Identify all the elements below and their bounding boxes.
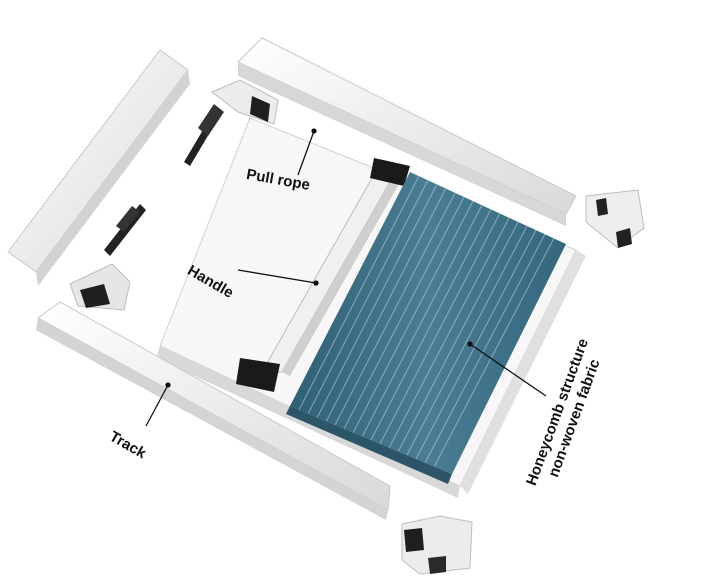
handle-bar [236, 158, 410, 392]
handle-leader [237, 269, 317, 284]
bottom-track [36, 301, 391, 520]
right-connector [585, 189, 645, 249]
pull-rope-leader [297, 130, 315, 176]
callout-leaders [145, 128, 547, 427]
left-rail [7, 49, 190, 286]
upper-bracket [184, 104, 224, 166]
track-leader [145, 384, 169, 427]
side-bracket [104, 204, 146, 256]
bottom-right-connector [401, 515, 473, 575]
top-left-connector [211, 79, 279, 125]
fabric-leader [469, 343, 547, 397]
bottom-left-connector [69, 263, 131, 311]
top-rail [237, 37, 577, 226]
honeycomb-fabric [286, 172, 566, 484]
